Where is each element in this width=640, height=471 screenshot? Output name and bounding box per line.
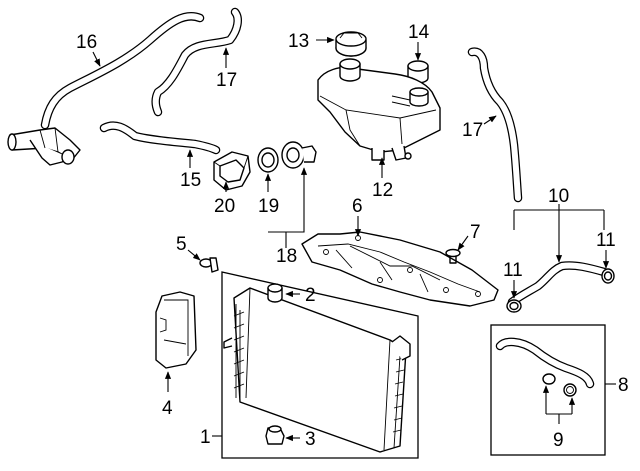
callout-17-left: 17 (216, 70, 237, 91)
hose-clamp-11-left (506, 299, 522, 313)
radiator-1 (223, 287, 411, 453)
coolant-reservoir-12 (317, 58, 441, 161)
callout-7: 7 (470, 222, 481, 243)
clip-5 (199, 257, 219, 273)
thermostat-seal-19 (257, 147, 279, 173)
radiator-box-1 (221, 271, 419, 459)
drain-plug-2 (267, 283, 283, 303)
push-pin-7 (445, 248, 461, 264)
callout-14: 14 (408, 22, 430, 43)
air-baffle-4 (155, 291, 197, 369)
callout-4: 4 (162, 398, 173, 419)
overflow-hose-17-right (467, 47, 523, 203)
callout-12: 12 (372, 180, 393, 201)
upper-radiator-hose-16 (7, 12, 205, 166)
callout-3: 3 (305, 429, 316, 450)
leader-lines (92, 36, 616, 442)
callout-11-right: 11 (596, 230, 616, 251)
thermostat-18 (281, 141, 317, 169)
callout-1: 1 (200, 427, 211, 448)
callout-15: 15 (180, 170, 201, 191)
heater-hose-15 (99, 121, 221, 155)
callout-labels: 16 17 15 20 19 18 13 14 12 17 6 7 5 2 3 … (76, 22, 629, 451)
callout-10: 10 (548, 186, 569, 207)
callout-17-right: 17 (462, 120, 483, 141)
reservoir-cap-13 (335, 31, 367, 57)
callout-9: 9 (553, 430, 564, 451)
callout-13: 13 (288, 31, 309, 52)
thermostat-housing-20 (213, 151, 251, 191)
callout-11-left: 11 (503, 260, 523, 281)
insulator-3 (265, 425, 285, 445)
bypass-hose-17-left (151, 7, 242, 117)
callout-20: 20 (214, 196, 235, 217)
callout-16: 16 (76, 32, 97, 53)
callout-18: 18 (276, 246, 297, 267)
hose-kit-box-8 (490, 324, 606, 456)
radiator-support-baffle-6 (301, 231, 499, 307)
callout-2: 2 (305, 285, 316, 306)
callout-6: 6 (352, 196, 363, 217)
hose-clamp-11-right (601, 268, 615, 284)
callout-5: 5 (176, 234, 187, 255)
lower-radiator-hose-10 (507, 261, 609, 307)
callout-19: 19 (258, 196, 279, 217)
callout-8: 8 (618, 375, 629, 396)
